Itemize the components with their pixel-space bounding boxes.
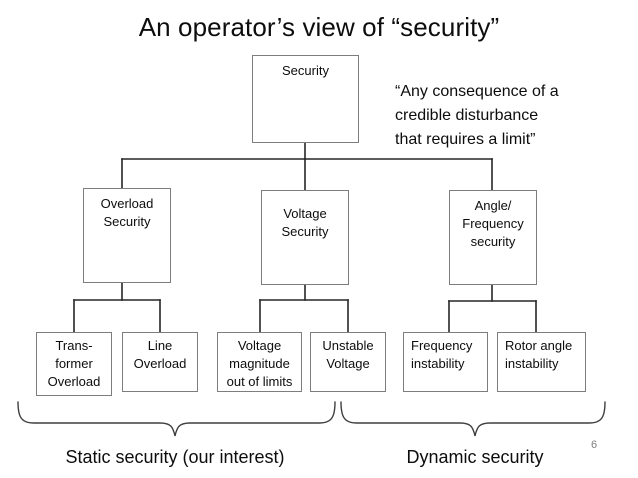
- quote-line-2: credible disturbance: [395, 107, 539, 124]
- brace-static-security: [17, 401, 336, 437]
- page-title: An operator’s view of “security”: [138, 12, 500, 42]
- node-label-line: Line: [147, 338, 173, 353]
- node-label-line: Security: [103, 214, 151, 229]
- node-unstable-voltage[interactable]: Unstable Voltage: [310, 332, 386, 392]
- quote-line-3: that requires a limit”: [395, 131, 536, 148]
- node-label-line: Frequency: [462, 216, 524, 231]
- node-label-line: magnitude: [229, 356, 290, 371]
- node-label-line: Overload: [133, 356, 187, 371]
- node-frequency-instability[interactable]: Frequency instability: [403, 332, 488, 392]
- node-line-overload[interactable]: Line Overload: [122, 332, 198, 392]
- node-label-line: former: [55, 356, 93, 371]
- brace-dynamic-security: [340, 401, 606, 437]
- node-label-line: Trans-: [55, 338, 93, 353]
- node-label-line: Security: [282, 63, 329, 78]
- node-label-line: Security: [281, 224, 329, 239]
- node-label-line: Frequency: [411, 338, 473, 353]
- slide-number: 6: [590, 439, 598, 451]
- node-label-line: Overload: [47, 374, 101, 389]
- node-label-line: Voltage: [237, 338, 282, 353]
- node-voltage-magnitude-out-of-limits[interactable]: Voltage magnitude out of limits: [217, 332, 302, 392]
- node-label-line: Unstable: [322, 338, 374, 353]
- node-overload-security[interactable]: Overload Security: [83, 188, 171, 283]
- node-voltage-security[interactable]: Voltage Security: [261, 190, 349, 285]
- node-label-line: out of limits: [226, 374, 293, 389]
- node-label-line: instability: [411, 356, 465, 371]
- node-label-line: Overload: [100, 196, 154, 211]
- node-label-line: Angle/: [474, 198, 512, 213]
- node-transformer-overload[interactable]: Trans- former Overload: [36, 332, 112, 396]
- node-label-line: Voltage: [326, 356, 370, 371]
- caption-static-security: Static security (our interest): [25, 445, 325, 469]
- node-security-root[interactable]: Security: [252, 55, 359, 143]
- node-label-line: security: [470, 234, 516, 249]
- caption-static-label: Static security (our interest): [65, 447, 285, 467]
- node-label-line: Voltage: [283, 206, 327, 221]
- caption-dynamic-label: Dynamic security: [406, 447, 544, 467]
- node-label-line: Rotor angle: [505, 338, 573, 353]
- node-angle-frequency-security[interactable]: Angle/ Frequency security: [449, 190, 537, 285]
- node-label-line: instability: [505, 356, 559, 371]
- node-rotor-angle-instability[interactable]: Rotor angle instability: [497, 332, 586, 392]
- quote-annotation: “Any consequence of a credible disturban…: [395, 80, 625, 152]
- quote-line-1: “Any consequence of a: [395, 83, 559, 100]
- caption-dynamic-security: Dynamic security: [355, 445, 595, 469]
